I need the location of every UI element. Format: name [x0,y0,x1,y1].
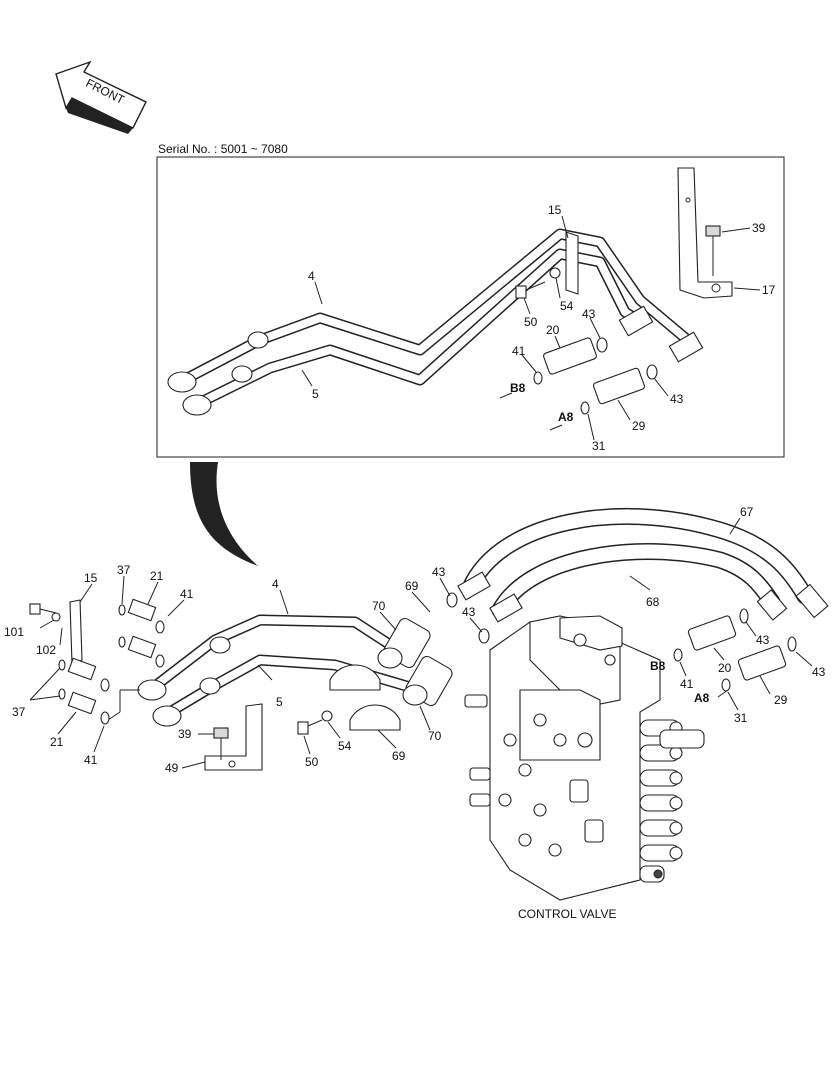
main-label-5: 5 [276,695,283,709]
main-oring-43d [787,636,797,652]
front-arrow: FRONT [55,60,147,134]
main-label-43-a: 43 [432,565,446,579]
detail-callout-curve [190,462,258,566]
inset-label-5: 5 [312,387,319,401]
main-label-41-mid: 41 [680,677,694,691]
control-valve-caption: CONTROL VALVE [518,907,616,921]
inset-clamp-15 [565,231,579,295]
inset-label-A8: A8 [558,410,574,424]
inset-fitting-29 [592,367,646,405]
control-valve [464,615,705,901]
main-label-15: 15 [84,571,98,585]
main-label-21-bottom: 21 [50,735,64,749]
inset-oring-43b [646,364,658,380]
main-label-68: 68 [646,595,660,609]
inset-frame [156,156,785,458]
main-adapter-70 [377,617,453,707]
inset-oring-43a [596,337,608,353]
inset-label-4: 4 [308,269,315,283]
main-label-54: 54 [338,739,352,753]
main-clamp-69 [329,664,401,731]
main-washer-54 [321,710,333,722]
inset-pipes [167,228,704,416]
main-label-29: 29 [774,693,788,707]
main-label-39: 39 [178,727,192,741]
inset-label-39: 39 [752,221,766,235]
inset-label-41: 41 [512,344,526,358]
main-label-43-d: 43 [812,665,826,679]
main-washer-102 [51,612,61,622]
inset-bolt-39 [705,225,721,276]
main-label-69-top: 69 [405,579,419,593]
inset-label-50: 50 [524,315,538,329]
main-oring-31 [721,678,731,692]
main-bracket-49 [204,703,263,771]
inset-bolt-50 [515,281,546,299]
main-label-4: 4 [272,577,279,591]
inset-washer-54 [549,267,561,279]
inset-label-54: 54 [560,299,574,313]
inset-label-29: 29 [632,419,646,433]
main-label-67: 67 [740,505,754,519]
inset-fitting-20 [543,337,597,375]
main-label-43-b: 43 [462,605,476,619]
main-label-49: 49 [165,761,179,775]
main-oring-43a [446,592,458,608]
main-label-41-top: 41 [180,587,194,601]
main-fittings-21 [58,598,165,725]
main-label-41-bottom: 41 [84,753,98,767]
main-bolt-50 [297,719,323,735]
main-label-69-bottom: 69 [392,749,406,763]
inset-label-43-top: 43 [582,307,596,321]
main-oring-43c [739,608,749,624]
main-bolt-39 [213,727,229,760]
inset-label-15: 15 [548,203,562,217]
inset-label-31: 31 [592,439,606,453]
main-label-21-top: 21 [150,569,164,583]
main-oring-43b [478,628,490,644]
main-label-37-bottom: 37 [12,705,26,719]
inset-oring-41 [533,371,543,385]
main-label-20: 20 [718,661,732,675]
main-bolt-101 [29,603,57,615]
main-label-A8: A8 [694,691,710,705]
inset-oring-31 [580,401,590,415]
main-label-102: 102 [36,643,56,657]
main-fitting-29 [737,645,787,681]
main-label-101: 101 [4,625,24,639]
main-label-37-top: 37 [117,563,131,577]
inset-label-B8: B8 [510,381,526,395]
main-fitting-20 [687,615,737,651]
inset-label-20: 20 [546,323,560,337]
main-label-B8: B8 [650,659,666,673]
main-label-31: 31 [734,711,748,725]
inset-bracket-17 [677,167,733,299]
main-label-43-c: 43 [756,633,770,647]
main-label-50: 50 [305,755,319,769]
serial-note: Serial No. : 5001 ~ 7080 [158,142,288,156]
main-label-70-top: 70 [372,599,386,613]
main-hoses [457,508,829,623]
main-clamp-15 [69,599,83,665]
main-oring-41b [673,648,683,662]
inset-label-43-bottom: 43 [670,392,684,406]
inset-label-17: 17 [762,283,776,297]
main-label-70-bottom: 70 [428,729,442,743]
